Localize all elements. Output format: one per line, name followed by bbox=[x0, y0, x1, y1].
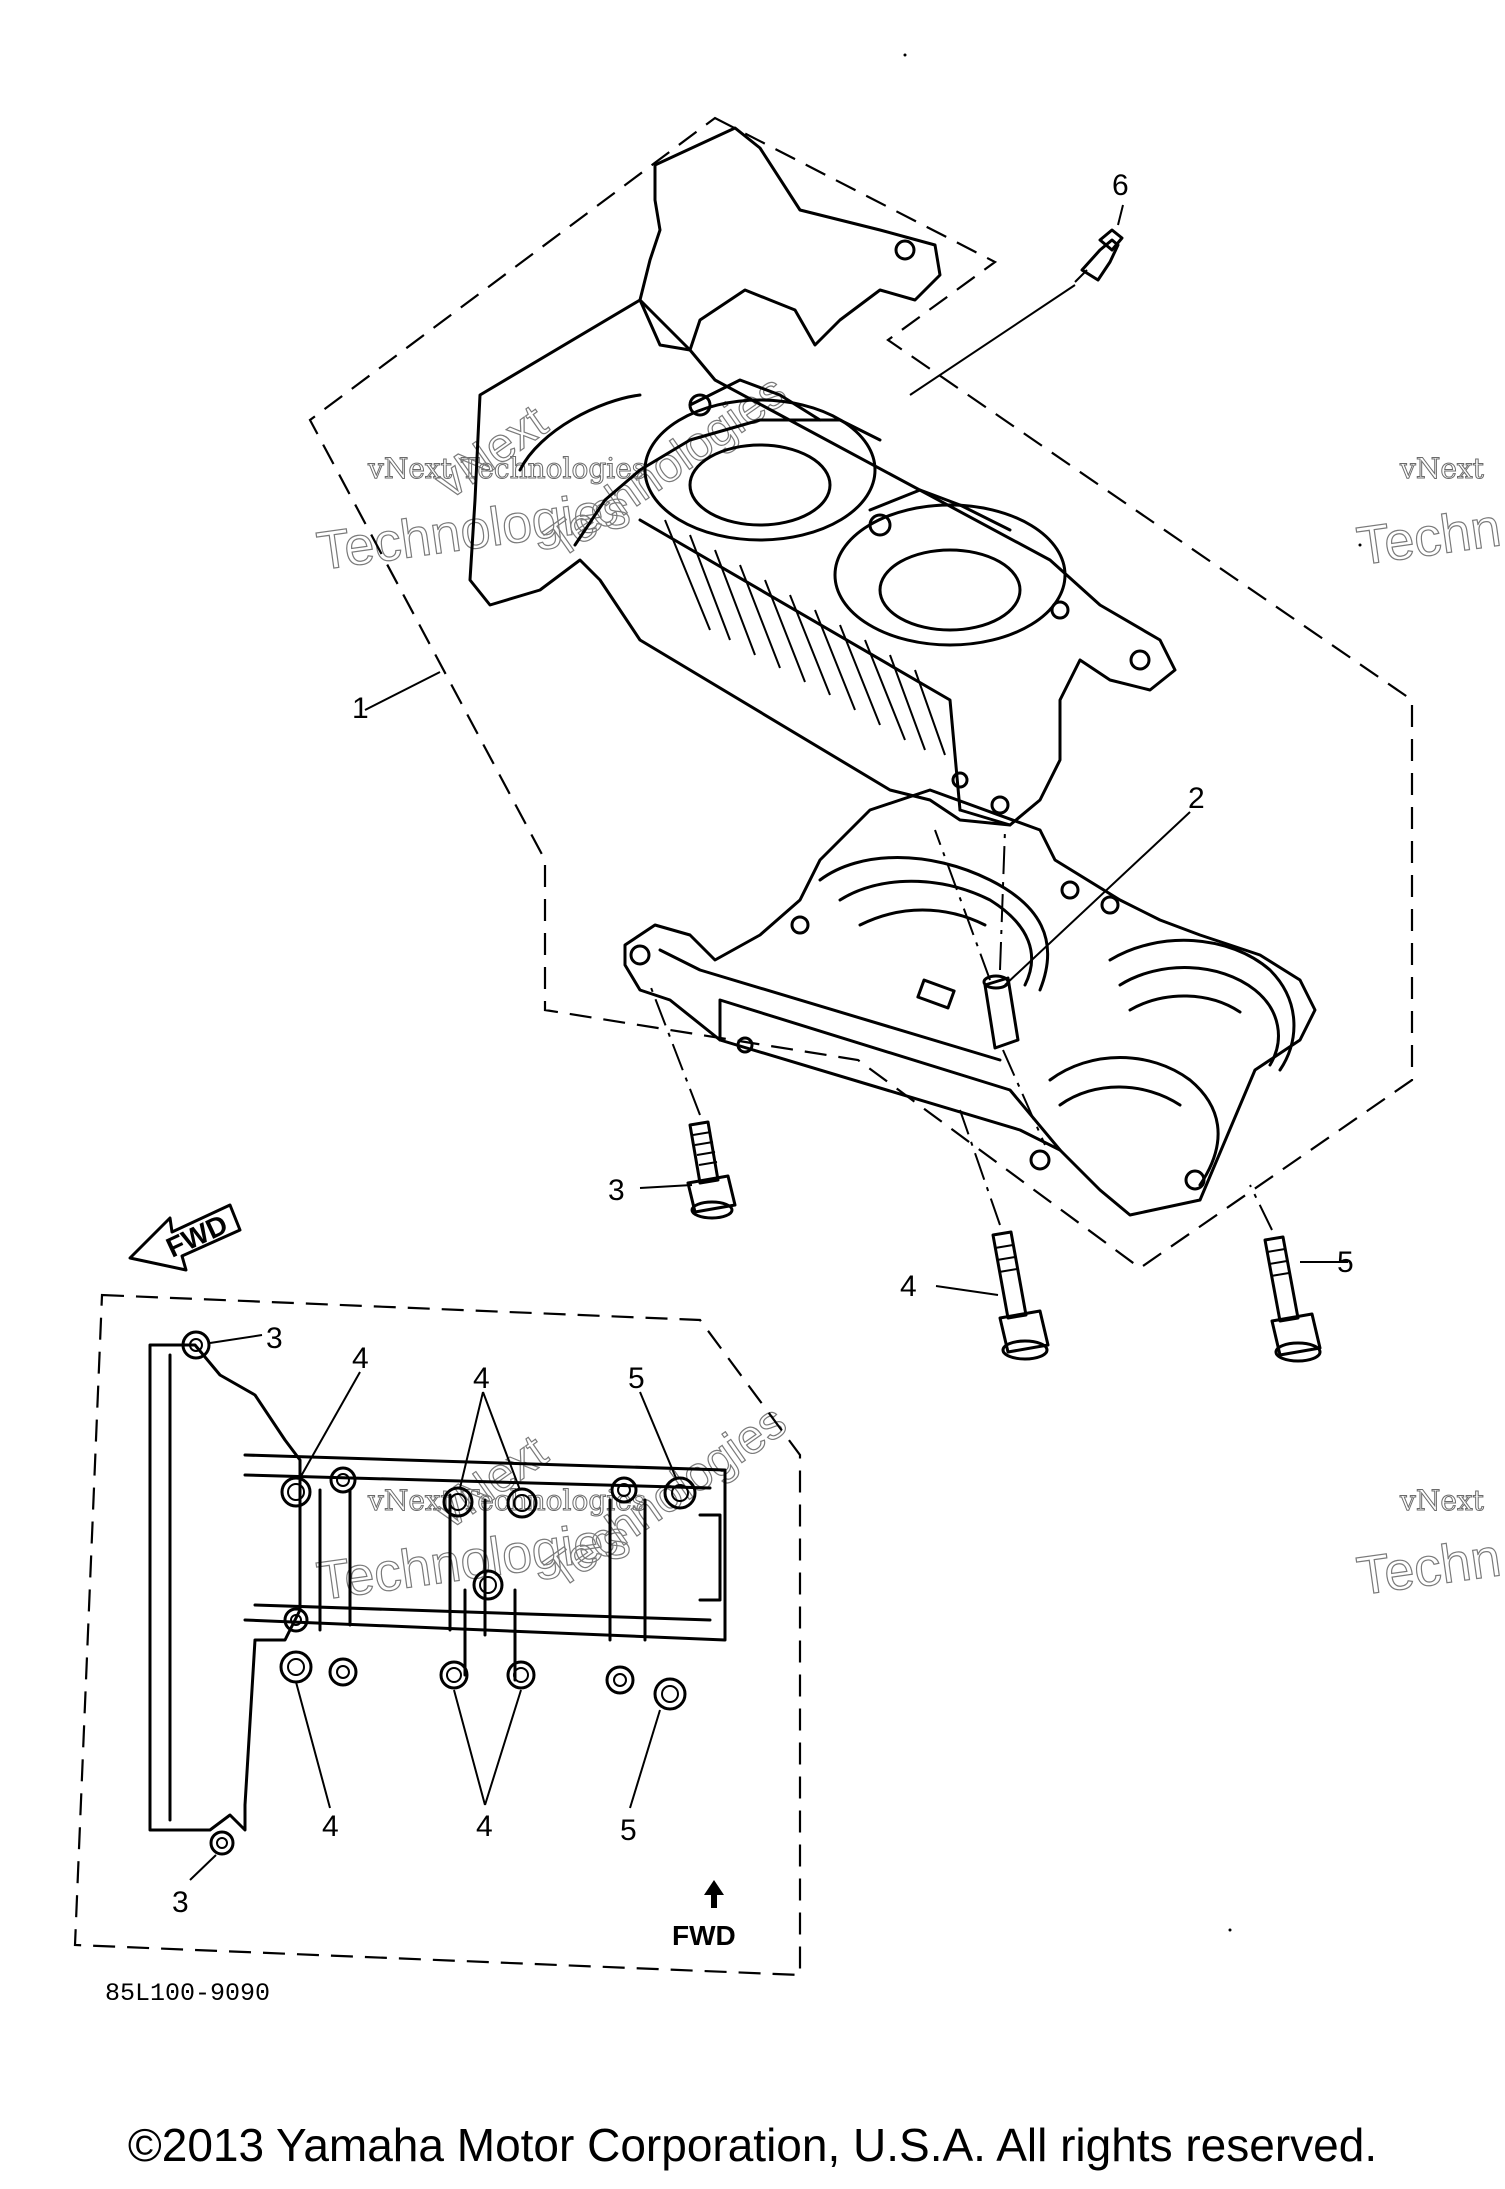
inset-fwd-label: FWD bbox=[672, 1920, 736, 1951]
bolt-4 bbox=[991, 1230, 1050, 1361]
inset-callout-5: 5 bbox=[620, 1814, 637, 1847]
assembly-boundary bbox=[308, 116, 1414, 1270]
inset-callout-5: 5 bbox=[628, 1362, 645, 1395]
bolt-3 bbox=[686, 1120, 737, 1220]
inset-callout-4: 4 bbox=[352, 1342, 369, 1375]
watermark-group: vNext Technologies Technologies vNext Te… bbox=[313, 364, 1505, 1612]
callout-5: 5 bbox=[1337, 1246, 1354, 1279]
watermark-text: vNext Technologies bbox=[367, 452, 646, 485]
watermark-text: vNext Technologies bbox=[367, 1484, 646, 1517]
upper-crankcase bbox=[468, 126, 1177, 827]
callout-1: 1 bbox=[352, 692, 369, 725]
inset-boundary bbox=[73, 1293, 802, 1977]
fwd-label: FWD bbox=[161, 1208, 232, 1263]
watermark-text: vNext bbox=[1399, 1484, 1485, 1517]
inset-callout-4: 4 bbox=[473, 1362, 490, 1395]
inset-callout-4: 4 bbox=[322, 1810, 339, 1843]
part-code: 85L100-9090 bbox=[105, 1979, 270, 2008]
callout-3: 3 bbox=[608, 1174, 625, 1207]
plug-6 bbox=[1074, 228, 1124, 283]
callout-2: 2 bbox=[1188, 782, 1205, 815]
lower-crankcase bbox=[623, 788, 1317, 1217]
inset-callout-4: 4 bbox=[476, 1810, 493, 1843]
callout-6: 6 bbox=[1112, 169, 1129, 202]
watermark-text: Techn bbox=[1353, 1527, 1504, 1606]
bolt-pattern-inset bbox=[148, 1330, 727, 1881]
copyright-notice: ©2013 Yamaha Motor Corporation, U.S.A. A… bbox=[127, 2119, 1378, 2171]
inset-callout-3: 3 bbox=[266, 1322, 283, 1355]
inset-callout-3: 3 bbox=[172, 1886, 189, 1919]
callout-4: 4 bbox=[900, 1270, 917, 1303]
fwd-arrow-icon: FWD bbox=[672, 1880, 736, 1951]
watermark-text: Techn bbox=[1353, 497, 1504, 576]
fwd-arrow-icon: FWD bbox=[128, 1203, 242, 1272]
leader-lines bbox=[364, 204, 1348, 1296]
watermark-text: vNext bbox=[1399, 452, 1485, 485]
bolt-5 bbox=[1263, 1235, 1322, 1363]
